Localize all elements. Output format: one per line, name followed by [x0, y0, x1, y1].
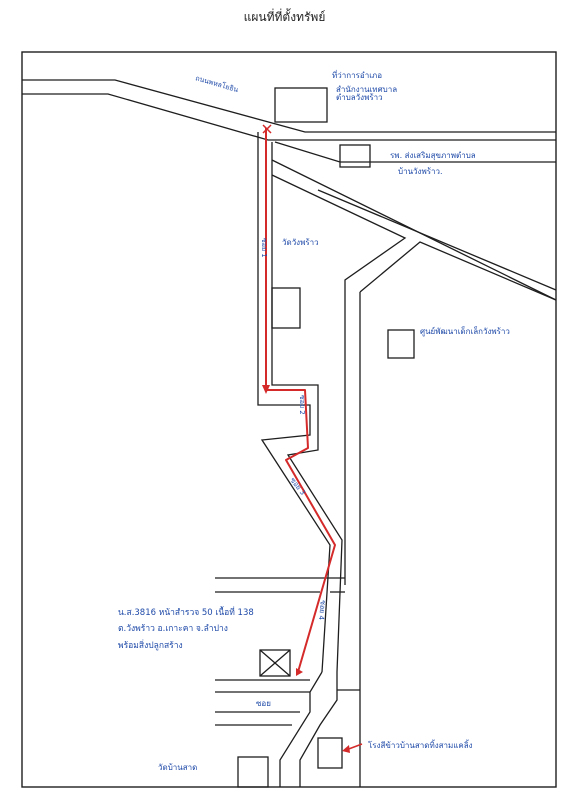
temple-bottom-building	[237, 756, 269, 788]
soi-1-road	[271, 142, 343, 673]
main-road	[22, 93, 556, 141]
crossed-box-icon	[259, 649, 291, 677]
soi-1-road	[257, 132, 331, 673]
soi-2-label: ซอย 2	[298, 395, 306, 415]
arrow-head-icon	[262, 385, 303, 676]
district-office-label: ที่ว่าการอำเภอ	[332, 69, 382, 80]
road-diagonal-east	[317, 189, 557, 291]
soi-4-label: ซอย 4	[317, 600, 327, 621]
temple-building	[271, 287, 301, 329]
district-office-building	[274, 87, 328, 123]
arrow-head-icon	[342, 743, 363, 753]
property-description-line-1: น.ส.3816 หน้าสำรวจ 50 เนื้อที่ 138	[118, 606, 254, 618]
health-center-label-2: บ้านวังพร้าว.	[398, 167, 443, 176]
school-label: ศูนย์พัฒนาเด็กเล็กวังพร้าว	[420, 326, 510, 337]
block-outline	[359, 241, 557, 301]
municipal-office-label-2: ตำบลวังพร้าว	[336, 93, 383, 102]
soi-lower-road	[279, 671, 323, 787]
soi-1-label: ซอย 1	[260, 238, 268, 258]
school-building	[387, 329, 415, 359]
property-description-line-3: พร้อมสิ่งปลูกสร้าง	[118, 639, 183, 651]
soi-lower-road	[299, 672, 338, 787]
rice-mill-building	[317, 737, 343, 769]
rice-mill-label: โรงสีข้าวบ้านสาดทิ้งสามแคลิ้ง	[368, 739, 473, 750]
x-mark-icon	[262, 124, 272, 134]
property-description-line-2: ต.วังพร้าว อ.เกาะคา จ.ลำปาง	[118, 623, 228, 634]
temple-bottom-label: วัดบ้านสาด	[158, 763, 197, 772]
map-frame	[21, 51, 557, 788]
municipal-office-label: สำนักงานเทศบาล	[336, 85, 397, 94]
main-road	[22, 79, 556, 133]
health-center-label: รพ. ส่งเสริมสุขภาพตำบล	[390, 151, 476, 160]
temple-wang-phrao-label: วัดวังพร้าว	[282, 238, 319, 247]
main-road-label: ถนนพหลโยธิน	[194, 73, 239, 94]
page-title: แผนที่ที่ตั้งทรัพย์	[243, 10, 326, 24]
bridge-label: ซอย	[256, 699, 271, 708]
block-outline	[271, 174, 407, 585]
health-center-building	[339, 144, 371, 168]
